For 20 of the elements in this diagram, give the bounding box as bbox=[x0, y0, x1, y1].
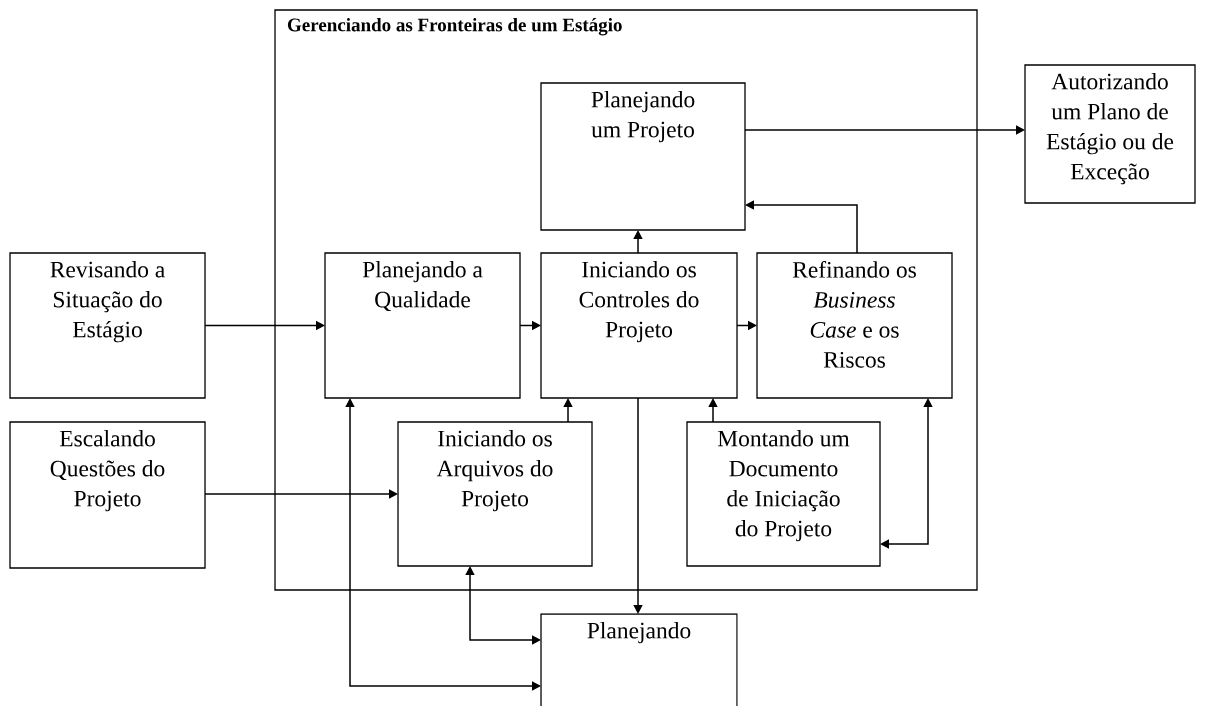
process-box: Refinando os Business Case e os Riscos bbox=[756, 252, 953, 399]
arrow bbox=[345, 398, 541, 691]
process-box: Iniciando os Controles do Projeto bbox=[540, 252, 738, 399]
process-box: Escalando Questões do Projeto bbox=[9, 421, 206, 569]
process-box: Autorizando um Plano de Estágio ou de Exceção bbox=[1024, 64, 1196, 204]
arrow bbox=[880, 398, 933, 549]
arrow bbox=[708, 398, 718, 423]
arrow bbox=[633, 397, 643, 614]
arrow bbox=[633, 230, 643, 254]
process-box: Revisando a Situação do Estágio bbox=[9, 252, 206, 399]
arrow bbox=[744, 125, 1025, 135]
arrow bbox=[465, 566, 541, 645]
arrow bbox=[563, 398, 573, 423]
process-box: Montando um Documento de Iniciação do Projeto bbox=[686, 421, 881, 567]
process-box: Iniciando os Arquivos do Projeto bbox=[397, 421, 593, 567]
arrow bbox=[745, 200, 858, 254]
process-box: Planejando a Qualidade bbox=[324, 252, 521, 399]
arrow bbox=[204, 489, 398, 499]
process-box: Planejando um Projeto bbox=[540, 82, 746, 231]
process-box: Planejando bbox=[540, 613, 738, 706]
